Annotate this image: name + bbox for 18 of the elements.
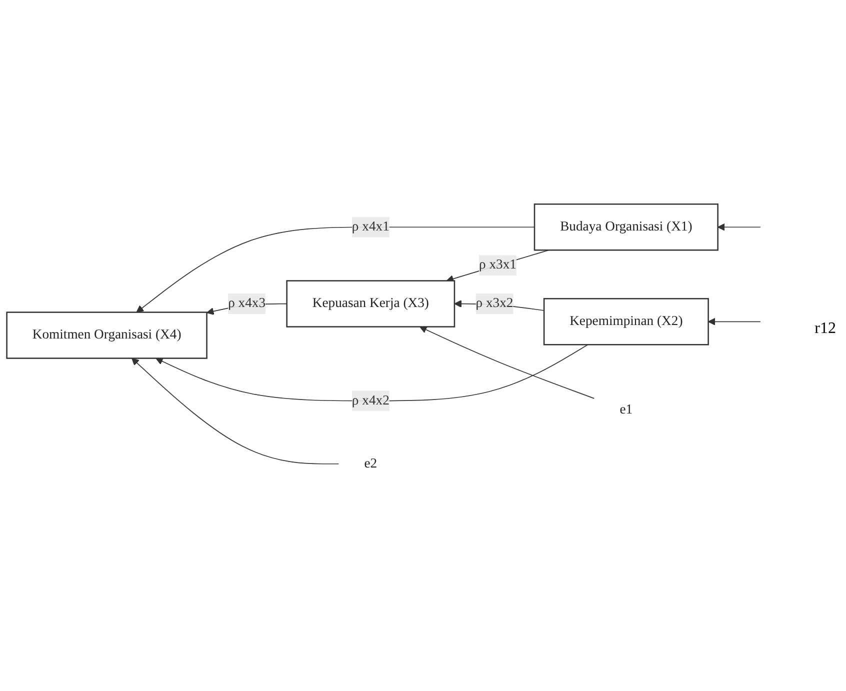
edge-label: ρ x4x1 xyxy=(352,219,390,234)
arrow xyxy=(708,318,761,326)
arrow xyxy=(132,358,340,464)
node-text: e2 xyxy=(364,456,378,471)
arrow xyxy=(136,226,535,313)
edge-label: ρ x4x3 xyxy=(228,296,266,311)
arrow xyxy=(156,344,588,402)
edge-label: ρ x4x2 xyxy=(352,393,390,408)
node-box: Budaya Organisasi (X1) xyxy=(534,203,718,251)
arrow xyxy=(717,223,761,231)
node-box: Kepuasan Kerja (X3) xyxy=(286,280,456,328)
node-text: e1 xyxy=(620,402,633,418)
edge-label: ρ x3x2 xyxy=(476,296,514,311)
node-box: Komitmen Organisasi (X4) xyxy=(6,312,208,359)
node-box: Kepemimpinan (X2) xyxy=(543,298,709,346)
arrow xyxy=(419,326,595,399)
correlation-label: r12 xyxy=(814,320,836,338)
edge-label: ρ x3x1 xyxy=(479,258,516,272)
